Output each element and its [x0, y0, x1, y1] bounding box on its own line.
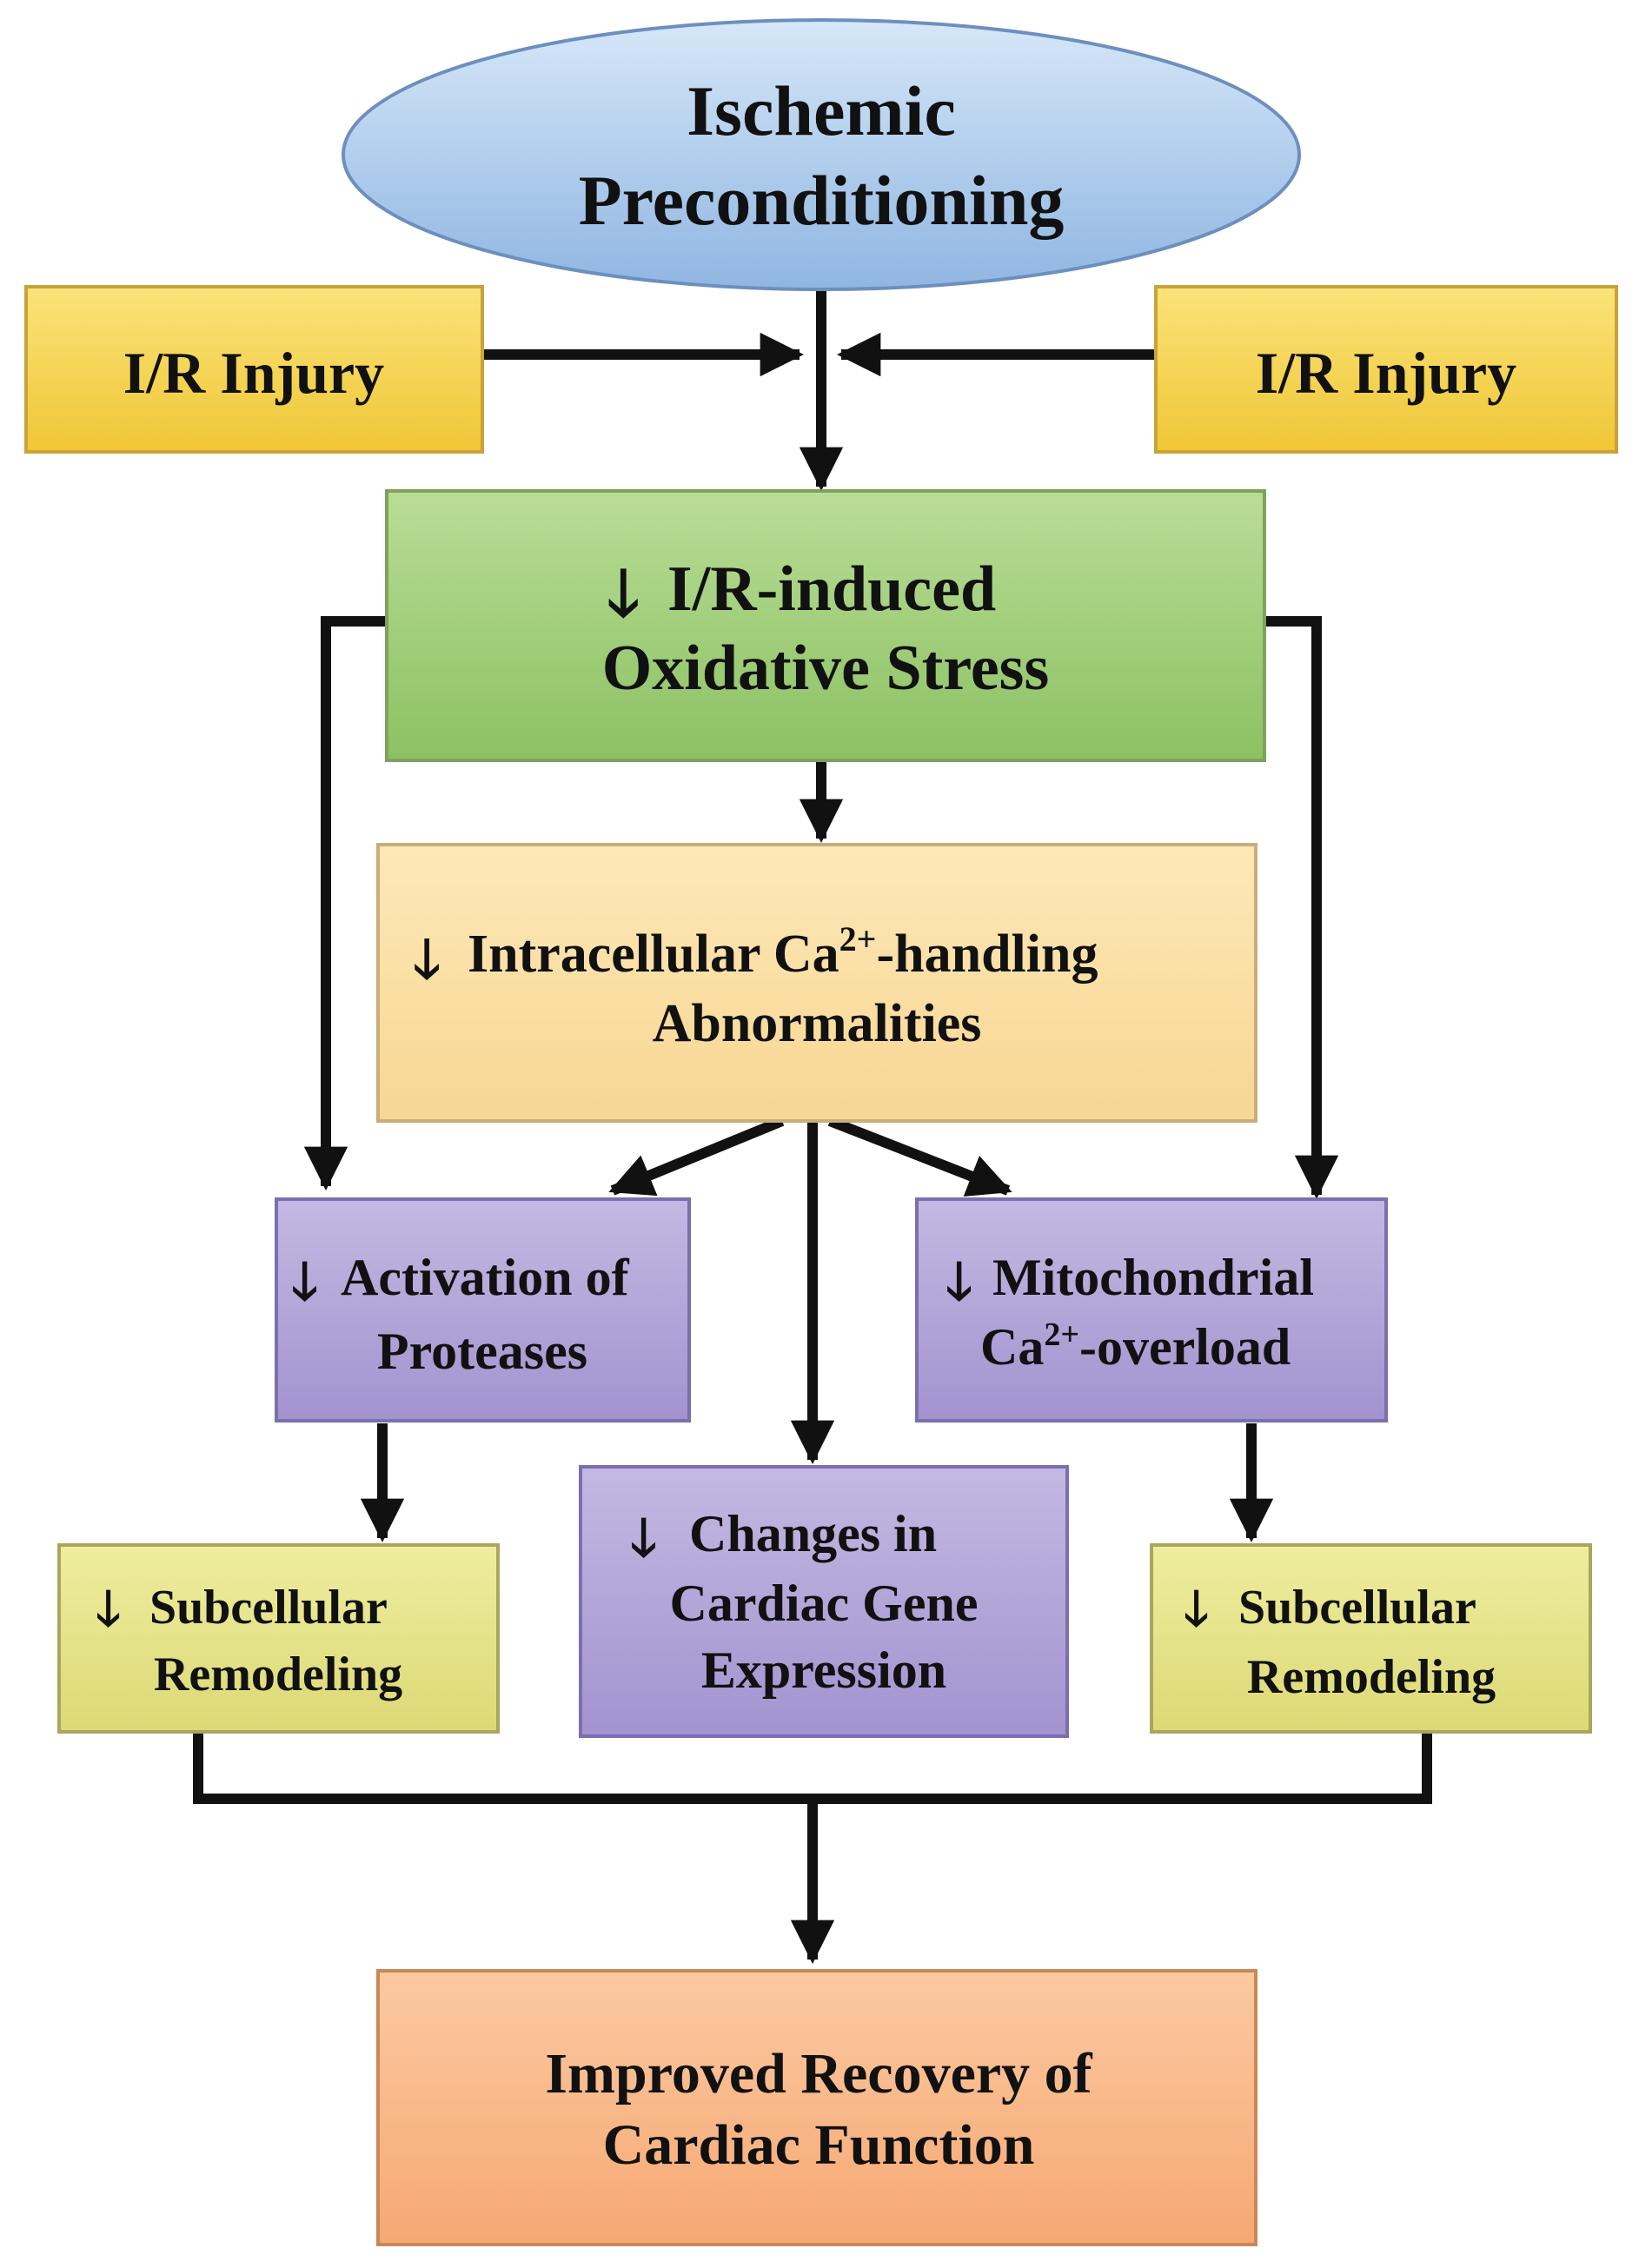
edge-ca-to-prot — [608, 1116, 785, 1197]
mito-line-2: Ca2+-overload — [980, 1316, 1291, 1376]
edge-subs-merge — [193, 1732, 1432, 1804]
down-arrow-icon: 🡓 — [96, 1582, 121, 1636]
edge-ox-to-mito — [1264, 616, 1339, 1200]
down-arrow-icon: 🡓 — [413, 931, 441, 990]
node-protease-activation: 🡓 Activation of Proteases — [275, 1197, 691, 1422]
connector-lines — [193, 291, 1432, 1965]
sub-right-line-1: Subcellular — [1238, 1581, 1476, 1635]
ca-line-2: Abnormalities — [653, 994, 982, 1053]
sub-left-line-1: Subcellular — [149, 1581, 388, 1635]
ipc-line-2: Preconditioning — [579, 161, 1065, 240]
ox-line-2: Oxidative Stress — [602, 633, 1050, 704]
rec-line-1: Improved Recovery of — [545, 2042, 1092, 2106]
gene-line-1: Changes in — [689, 1505, 937, 1562]
sub-right-line-2: Remodeling — [1247, 1650, 1496, 1704]
ir-left-label: I/R Injury — [123, 340, 384, 406]
edge-ox-to-prot — [303, 616, 387, 1191]
sub-left-line-2: Remodeling — [154, 1648, 402, 1701]
down-arrow-icon: 🡓 — [1184, 1582, 1209, 1636]
down-arrow-icon: 🡓 — [946, 1253, 972, 1310]
node-calcium-handling: 🡓 Intracellular Ca2+-handling Abnormalit… — [376, 843, 1257, 1123]
ir-right-label: I/R Injury — [1256, 340, 1516, 406]
rec-line-2: Cardiac Function — [603, 2113, 1035, 2177]
node-improved-recovery: Improved Recovery of Cardiac Function — [376, 1969, 1257, 2246]
prot-line-1: Activation of — [341, 1249, 630, 1306]
edge-ca-to-mito — [827, 1116, 1012, 1197]
gene-line-3: Expression — [701, 1641, 946, 1699]
node-ischemic-preconditioning: Ischemic Preconditioning — [342, 18, 1301, 291]
down-arrow-icon: 🡓 — [291, 1253, 318, 1310]
node-subcellular-remodeling-left: 🡓 Subcellular Remodeling — [57, 1543, 500, 1734]
mito-line-1: Mitochondrial — [992, 1249, 1314, 1306]
node-ir-injury-right: I/R Injury — [1154, 285, 1618, 454]
down-arrow-icon: 🡓 — [607, 559, 640, 630]
ca-line-1: Intracellular Ca2+-handling — [468, 919, 1098, 984]
ipc-line-1: Ischemic — [687, 71, 956, 150]
node-gene-expression: 🡓 Changes in Cardiac Gene Expression — [579, 1465, 1069, 1738]
node-subcellular-remodeling-right: 🡓 Subcellular Remodeling — [1150, 1543, 1592, 1734]
node-mitochondrial-overload: 🡓 Mitochondrial Ca2+-overload — [915, 1197, 1388, 1422]
gene-line-2: Cardiac Gene — [670, 1575, 979, 1632]
prot-line-2: Proteases — [377, 1323, 587, 1380]
node-oxidative-stress: 🡓 I/R-induced Oxidative Stress — [385, 489, 1266, 762]
ox-line-1: I/R-induced — [667, 554, 996, 625]
down-arrow-icon: 🡓 — [630, 1509, 657, 1567]
node-ir-injury-left: I/R Injury — [24, 285, 484, 454]
